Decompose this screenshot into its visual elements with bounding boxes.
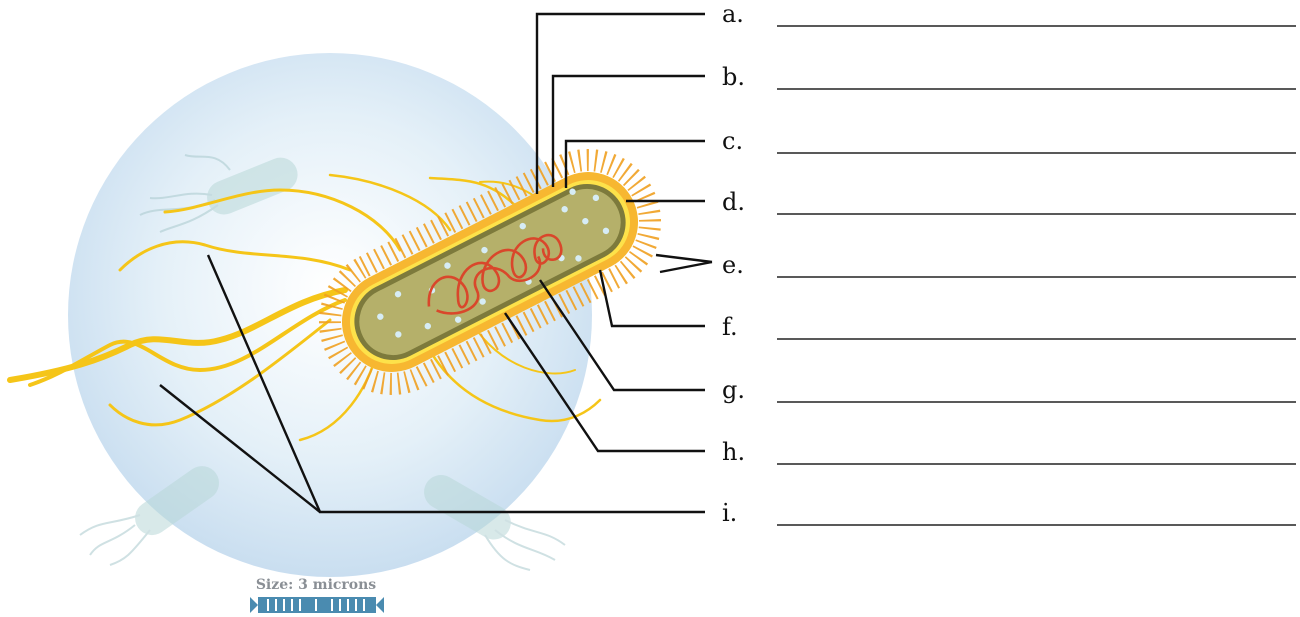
label-letter: e. bbox=[722, 251, 744, 279]
label-letter: h. bbox=[722, 438, 745, 466]
scale-bar bbox=[250, 597, 384, 613]
leader-line-e2 bbox=[660, 262, 712, 272]
label-letter: f. bbox=[722, 313, 738, 341]
label-letter: b. bbox=[722, 63, 745, 91]
scale-label: Size: 3 microns bbox=[256, 577, 376, 593]
leader-line-a bbox=[537, 14, 705, 194]
label-e: e. bbox=[722, 251, 1296, 279]
label-letter: d. bbox=[722, 188, 745, 216]
label-letter: a. bbox=[722, 0, 744, 28]
label-b: b. bbox=[722, 63, 1296, 91]
leader-line-e1 bbox=[656, 255, 712, 262]
scale-indicator: Size: 3 microns bbox=[250, 577, 384, 613]
label-a: a. bbox=[722, 0, 1296, 28]
label-h: h. bbox=[722, 438, 1296, 466]
label-letter: g. bbox=[722, 376, 745, 404]
label-d: d. bbox=[722, 188, 1296, 216]
label-i: i. bbox=[722, 499, 1296, 527]
leader-line-b bbox=[553, 76, 705, 187]
label-letter: c. bbox=[722, 127, 743, 155]
label-g: g. bbox=[722, 376, 1296, 404]
label-list: a. b. c. d. e. f. g. h. bbox=[722, 0, 1296, 527]
label-f: f. bbox=[722, 313, 1296, 341]
label-c: c. bbox=[722, 127, 1296, 155]
leader-line-f bbox=[600, 270, 705, 326]
label-letter: i. bbox=[722, 499, 737, 527]
